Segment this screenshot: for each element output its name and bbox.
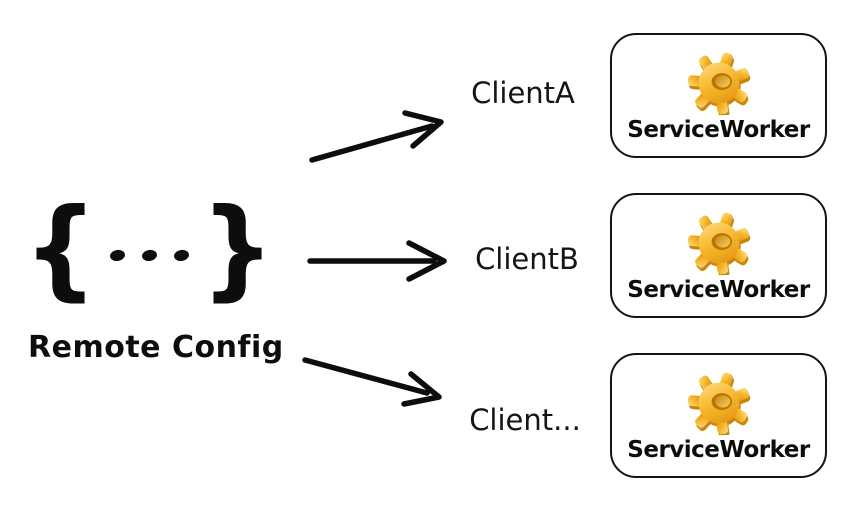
service-worker-box-client-a: ServiceWorker <box>610 33 827 158</box>
service-worker-label: ServiceWorker <box>627 436 810 463</box>
service-worker-box-client-b: ServiceWorker <box>610 193 827 318</box>
gear-icon <box>687 211 751 275</box>
arrow-to-client-a <box>309 110 444 163</box>
remote-config-group: { } Remote Config <box>23 192 284 365</box>
service-worker-label: ServiceWorker <box>627 276 810 303</box>
gear-icon <box>687 371 751 435</box>
brace-close: } <box>200 183 275 313</box>
gear-icon <box>687 51 751 115</box>
client-b-label: ClientB <box>475 242 579 276</box>
service-worker-box-client-etc: ServiceWorker <box>610 353 827 478</box>
ellipsis-dots-icon <box>108 248 190 262</box>
client-a-label: ClientA <box>471 76 575 110</box>
arrow-to-client-b <box>307 240 447 282</box>
remote-config-label: Remote Config <box>28 330 284 365</box>
client-etc-label: Client... <box>469 403 581 437</box>
config-json-symbol: { } <box>23 192 274 304</box>
service-worker-label: ServiceWorker <box>627 116 810 143</box>
brace-open: { <box>23 183 98 313</box>
arrow-to-client-dots <box>302 357 442 407</box>
